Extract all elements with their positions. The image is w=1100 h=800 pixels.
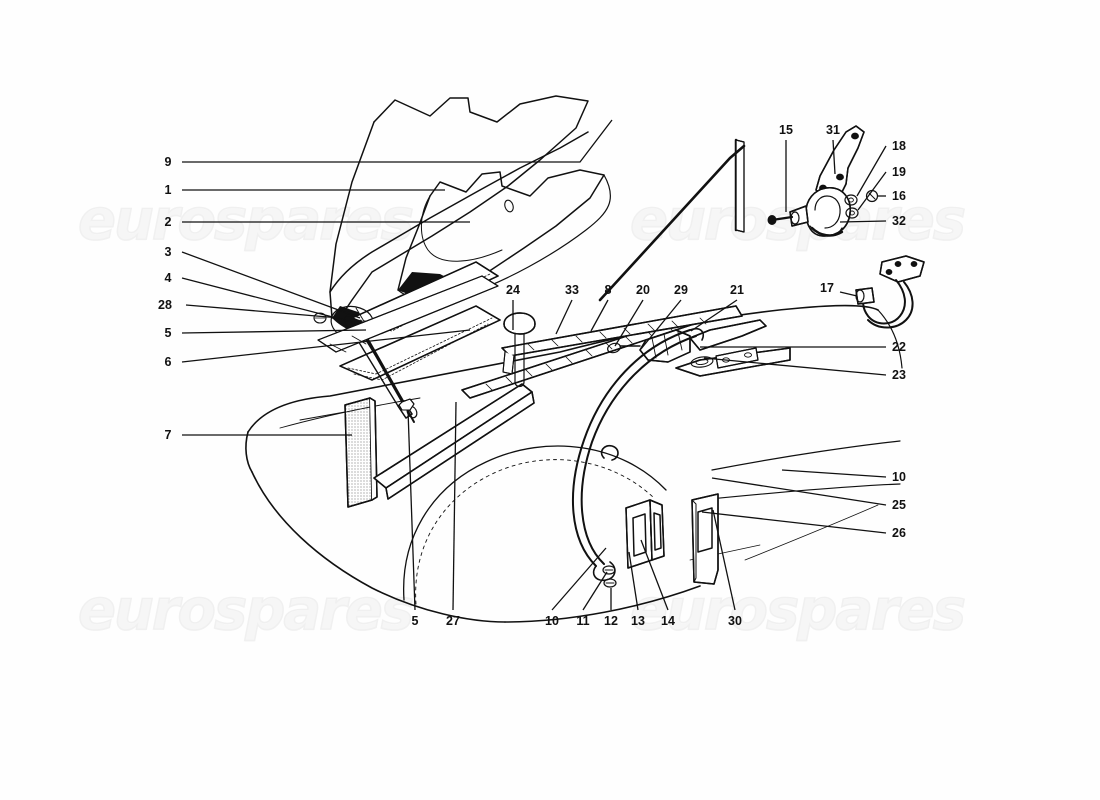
- leader-lines: [181, 119, 887, 611]
- callout-number-30[interactable]: 30: [728, 613, 742, 628]
- grommet-11: [602, 565, 616, 575]
- callout-number-5[interactable]: 5: [164, 325, 172, 340]
- callout-number-33[interactable]: 33: [565, 282, 579, 297]
- callout-number-19[interactable]: 19: [892, 164, 906, 179]
- hook-catch-17: [855, 255, 925, 329]
- callout-number-8[interactable]: 8: [604, 282, 612, 297]
- bumper-strip-27: [373, 383, 535, 500]
- callout-number-21[interactable]: 21: [730, 282, 744, 297]
- callout-number-32[interactable]: 32: [892, 213, 906, 228]
- trim-panel-30: [691, 493, 719, 585]
- callout-number-2[interactable]: 2: [164, 214, 172, 229]
- callout-number-28[interactable]: 28: [158, 297, 172, 312]
- callout-number-13[interactable]: 13: [631, 613, 645, 628]
- callout-number-16[interactable]: 16: [892, 188, 906, 203]
- callout-number-10[interactable]: 10: [545, 613, 559, 628]
- callout-number-12[interactable]: 12: [604, 613, 618, 628]
- callout-number-6[interactable]: 6: [164, 354, 172, 369]
- insulation-block-7: [344, 397, 378, 508]
- front-lid-panel: [329, 95, 612, 336]
- callout-number-25[interactable]: 25: [892, 497, 906, 512]
- callout-number-31[interactable]: 31: [826, 122, 840, 137]
- cable-eyelet-upper: [600, 444, 619, 461]
- callout-number-29[interactable]: 29: [674, 282, 688, 297]
- callout-number-20[interactable]: 20: [636, 282, 650, 297]
- hinge-bracket-assembly: [598, 125, 879, 302]
- grommet-12: [603, 578, 617, 588]
- callout-number-4[interactable]: 4: [164, 270, 172, 285]
- callout-number-3[interactable]: 3: [164, 244, 172, 259]
- callout-number-11[interactable]: 11: [576, 613, 590, 628]
- cowl-seal-8: [501, 305, 743, 375]
- hinge-mount-strip: [317, 275, 499, 353]
- callout-number-18[interactable]: 18: [892, 138, 906, 153]
- callout-number-15[interactable]: 15: [779, 122, 793, 137]
- callout-number-26[interactable]: 26: [892, 525, 906, 540]
- callout-number-14[interactable]: 14: [661, 613, 675, 628]
- callout-number-10[interactable]: 10: [892, 469, 906, 484]
- callout-number-24[interactable]: 24: [506, 282, 520, 297]
- release-handle-bezel: [625, 499, 665, 569]
- callout-number-5[interactable]: 5: [411, 613, 419, 628]
- callout-number-22[interactable]: 22: [892, 339, 906, 354]
- nut-near-strut: [398, 398, 415, 411]
- callout-number-17[interactable]: 17: [820, 280, 834, 295]
- callout-number-1[interactable]: 1: [164, 182, 172, 197]
- callout-number-9[interactable]: 9: [164, 154, 172, 169]
- callout-number-7[interactable]: 7: [164, 427, 172, 442]
- callout-number-23[interactable]: 23: [892, 367, 906, 382]
- callout-number-27[interactable]: 27: [446, 613, 460, 628]
